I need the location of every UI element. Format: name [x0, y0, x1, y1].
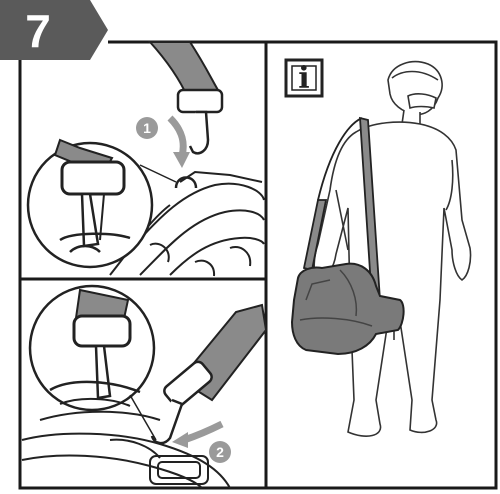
arrow-left: [184, 424, 222, 440]
arrow-down: [170, 118, 183, 156]
panel-attach-second-clip: 2: [22, 286, 266, 488]
panel-attach-clip: 1: [28, 42, 264, 276]
step-badge-shape: [0, 0, 108, 60]
step-number: 7: [25, 5, 51, 57]
snap-hook: [190, 112, 208, 153]
snap-hook-2: [152, 400, 182, 443]
device-body-bottom: [22, 412, 230, 488]
arrow-down-head: [173, 152, 190, 168]
info-icon: i: [286, 60, 322, 96]
panel-wearing-bag: i: [286, 60, 471, 436]
d-ring-2: [162, 359, 214, 408]
step-badge: 7: [0, 0, 108, 60]
arrow-left-head: [172, 432, 188, 448]
person-figure: [314, 62, 470, 436]
d-ring: [178, 90, 222, 112]
callout-2-label: 2: [216, 444, 224, 460]
info-icon-glyph: i: [298, 61, 309, 96]
callout-1-label: 1: [143, 120, 151, 136]
